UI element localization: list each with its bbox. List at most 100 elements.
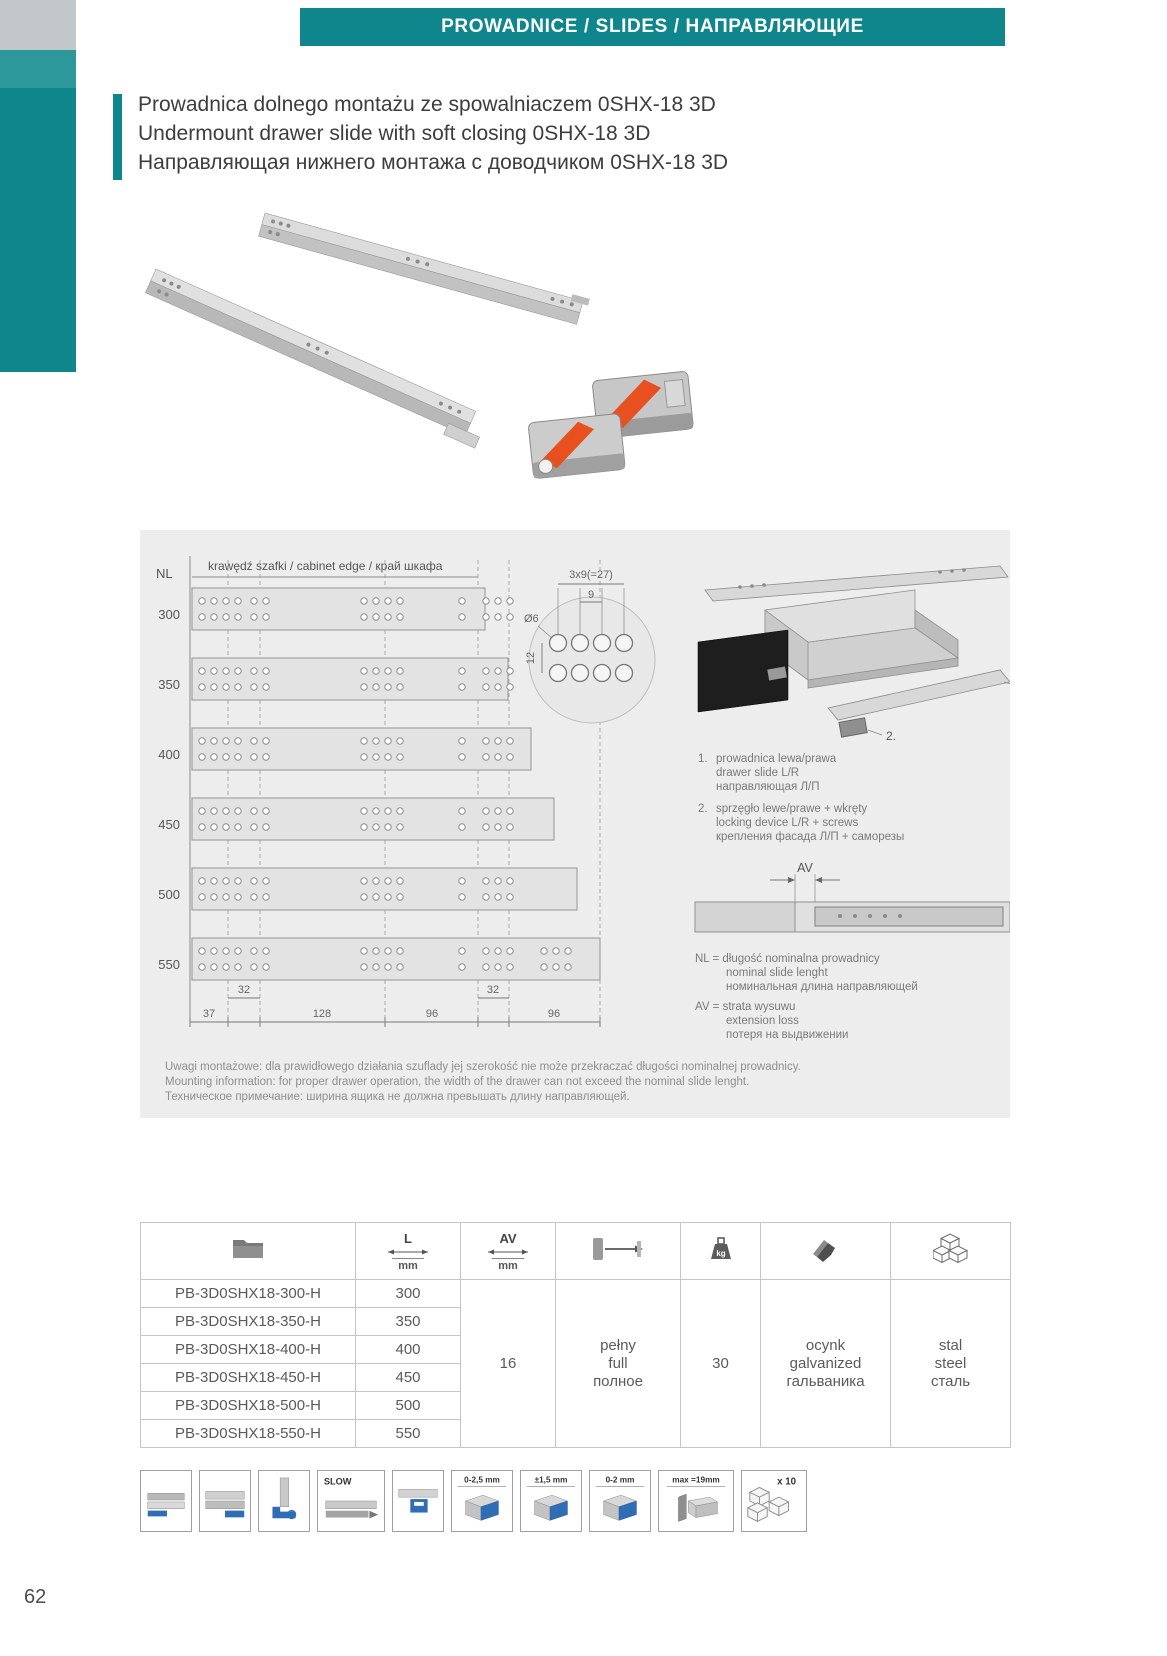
hole-height-dim: 12 xyxy=(525,652,537,664)
nl-value: 300 xyxy=(158,607,180,622)
mounting-note-pl: Uwagi montażowe: dla prawidłowego działa… xyxy=(165,1061,801,1073)
corner-decoration-grey xyxy=(0,0,76,50)
slide-row-350: 350 xyxy=(158,657,514,701)
col-header-load: kg xyxy=(680,1222,761,1280)
hole-pattern-dim: 3x9(=27) xyxy=(569,569,613,581)
product-code: PB-3D0SHX18-550-H xyxy=(140,1419,356,1448)
nl-value: 400 xyxy=(158,747,180,762)
length-arrow-icon: L mm xyxy=(357,1231,459,1272)
slide-row-300: 300 xyxy=(158,587,514,631)
col-header-finish xyxy=(760,1222,891,1280)
svg-text:±1,5 mm: ±1,5 mm xyxy=(535,1476,568,1485)
col-header-length: L mm xyxy=(355,1222,461,1280)
rear-bracket-icon xyxy=(272,1477,297,1520)
nl-note-en: nominal slide lenght xyxy=(726,967,828,979)
product-code: PB-3D0SHX18-500-H xyxy=(140,1391,356,1420)
lower-slide-photo xyxy=(145,268,480,449)
depth-adjustment-icon: 0-2,5 mm xyxy=(457,1476,507,1521)
dim-96-left: 96 xyxy=(426,1008,438,1020)
legend-item2-pl: sprzęgło lewe/prawe + wkręty xyxy=(716,803,867,815)
product-length: 500 xyxy=(355,1391,461,1420)
product-code: PB-3D0SHX18-400-H xyxy=(140,1335,356,1364)
slide-row-550: 550 xyxy=(158,937,601,981)
title-accent-bar xyxy=(113,94,122,180)
picto-packaging: x 10 xyxy=(741,1470,807,1532)
product-length: 400 xyxy=(355,1335,461,1364)
cell-load: 30 xyxy=(680,1279,761,1448)
svg-text:kg: kg xyxy=(716,1249,725,1258)
table-header-row: L mm AV mm xyxy=(140,1222,1011,1280)
dim-128: 128 xyxy=(313,1008,331,1020)
col-header-av: AV mm xyxy=(460,1222,556,1280)
side-adjustment-icon: 0-2 mm xyxy=(595,1476,645,1521)
max-thickness-icon: max =19mm xyxy=(666,1476,726,1522)
page-number: 62 xyxy=(24,1586,47,1608)
av-diagram: AV xyxy=(694,861,1011,933)
mounting-notes: Uwagi montażowe: dla prawidłowego działa… xyxy=(165,1060,995,1105)
picto-depth-adjustment: 0-2,5 mm xyxy=(451,1470,513,1532)
product-length: 350 xyxy=(355,1307,461,1336)
nl-value: 500 xyxy=(158,887,180,902)
nl-note-pl: NL = długość nominalna prowadnicy xyxy=(695,953,880,965)
upper-slide-photo xyxy=(258,212,590,325)
packaging-icon: x 10 xyxy=(746,1477,796,1523)
dim-32-left: 32 xyxy=(238,984,250,996)
dim-37: 37 xyxy=(203,1008,215,1020)
nl-value: 550 xyxy=(158,957,180,972)
folder-icon xyxy=(233,1240,263,1258)
mounting-note-en: Mounting information: for proper drawer … xyxy=(165,1076,750,1088)
page-header-title: PROWADNICE / SLIDES / НАПРАВЛЯЮЩИЕ xyxy=(441,16,864,37)
legend-item1-pl: prowadnica lewa/prawa xyxy=(716,753,837,765)
col-header-code xyxy=(140,1222,356,1280)
svg-text:SLOW: SLOW xyxy=(324,1477,352,1487)
extension-icon xyxy=(593,1238,643,1260)
technical-drawing: NL krawędź szafki / cabinet edge / край … xyxy=(156,556,1032,1041)
svg-text:0-2,5 mm: 0-2,5 mm xyxy=(464,1476,500,1485)
av-note-pl: AV = strata wysuwu xyxy=(695,1001,795,1013)
legend-item2-en: locking device L/R + screws xyxy=(716,817,858,829)
slide-row-400: 400 xyxy=(158,727,532,771)
abbreviation-notes: NL = długość nominalna prowadnicy nomina… xyxy=(695,953,918,1041)
product-title-block: Prowadnica dolnego montażu ze spowalniac… xyxy=(138,90,728,177)
av-label: AV xyxy=(797,861,813,875)
dim-32-right: 32 xyxy=(487,984,499,996)
svg-text:2.: 2. xyxy=(698,803,708,815)
product-length: 550 xyxy=(355,1419,461,1448)
svg-text:x 10: x 10 xyxy=(777,1477,796,1488)
picto-rear-bracket xyxy=(258,1470,310,1532)
nl-axis-label: NL xyxy=(156,566,173,581)
hole-diameter-dim: Ø6 xyxy=(524,613,539,625)
product-photo xyxy=(145,212,694,479)
corner-decoration-teal xyxy=(0,88,76,372)
legend-item1-en: drawer slide L/R xyxy=(716,767,799,779)
product-title-pl: Prowadnica dolnego montażu ze spowalniac… xyxy=(138,93,716,116)
length-unit: mm xyxy=(392,1257,424,1272)
av-note-ru: потеря на выдвижении xyxy=(726,1029,848,1041)
picto-max-thickness: max =19mm xyxy=(658,1470,734,1532)
drawing-legend: 1. prowadnica lewa/prawa drawer slide L/… xyxy=(698,753,904,843)
table-row: PB-3D0SHX18-350-H 350 xyxy=(140,1307,1011,1336)
legend-item1-ru: направляющая Л/П xyxy=(716,781,819,793)
col-header-extension xyxy=(555,1222,681,1280)
col-header-material xyxy=(890,1222,1011,1280)
slide-row-450: 450 xyxy=(158,797,555,841)
feature-pictograms: SLOW 0-2,5 mm ±1,5 mm xyxy=(140,1470,807,1532)
legend-item2-ru: крепления фасада Л/П + саморезы xyxy=(716,831,904,843)
nl-value: 350 xyxy=(158,677,180,692)
brush-icon xyxy=(812,1240,835,1262)
cabinet-edge-label: krawędź szafki / cabinet edge / край шка… xyxy=(208,559,443,573)
weight-kg-icon: kg xyxy=(710,1237,731,1259)
slide-profile-icon xyxy=(147,1493,185,1517)
product-title-en: Undermount drawer slide with soft closin… xyxy=(138,122,651,145)
svg-text:1.: 1. xyxy=(698,753,708,765)
picto-locking-clip xyxy=(392,1470,444,1532)
picto-slow-close: SLOW xyxy=(317,1470,385,1532)
product-length: 300 xyxy=(355,1279,461,1308)
callout-2: 2. xyxy=(886,729,896,743)
cell-av-value: 16 xyxy=(460,1279,556,1448)
locking-device-left-photo xyxy=(528,413,626,479)
